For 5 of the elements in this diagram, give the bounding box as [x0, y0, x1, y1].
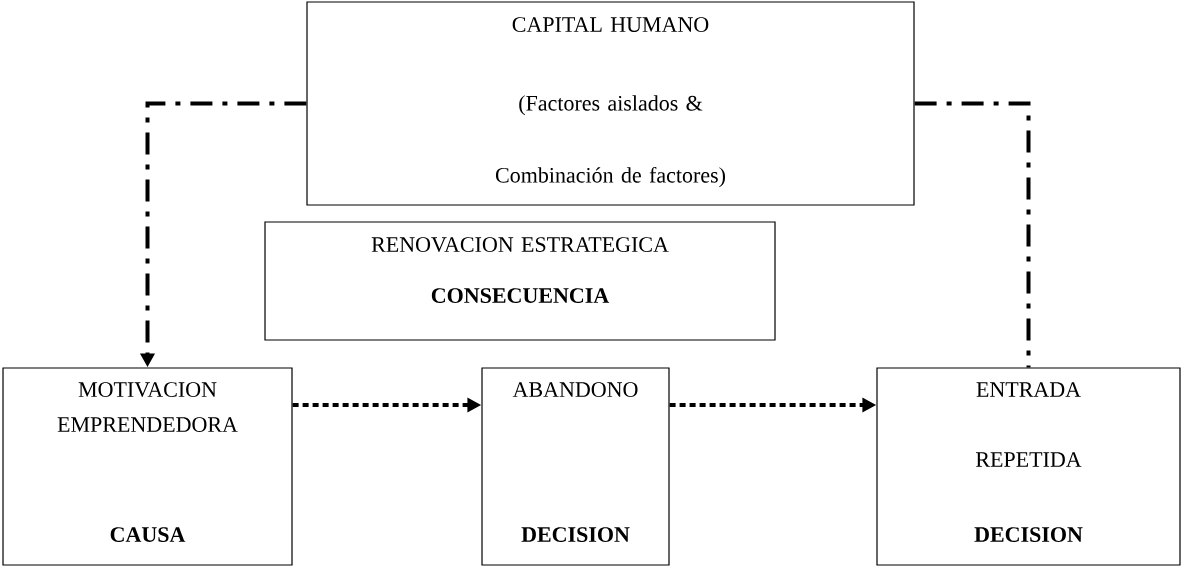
text-box: MOTIVACION EMPRENDEDORA CAUSA	[2, 367, 293, 566]
text-box: ABANDONO DECISION	[481, 367, 670, 566]
text-box: ENTRADA REPETIDA DECISION	[876, 367, 1181, 566]
text-box: RENOVACION ESTRATEGICA CONSECUENCIA	[264, 221, 776, 341]
text-box: CAPITAL HUMANO (Factores aislados & Combinación de factores)	[306, 1, 915, 206]
